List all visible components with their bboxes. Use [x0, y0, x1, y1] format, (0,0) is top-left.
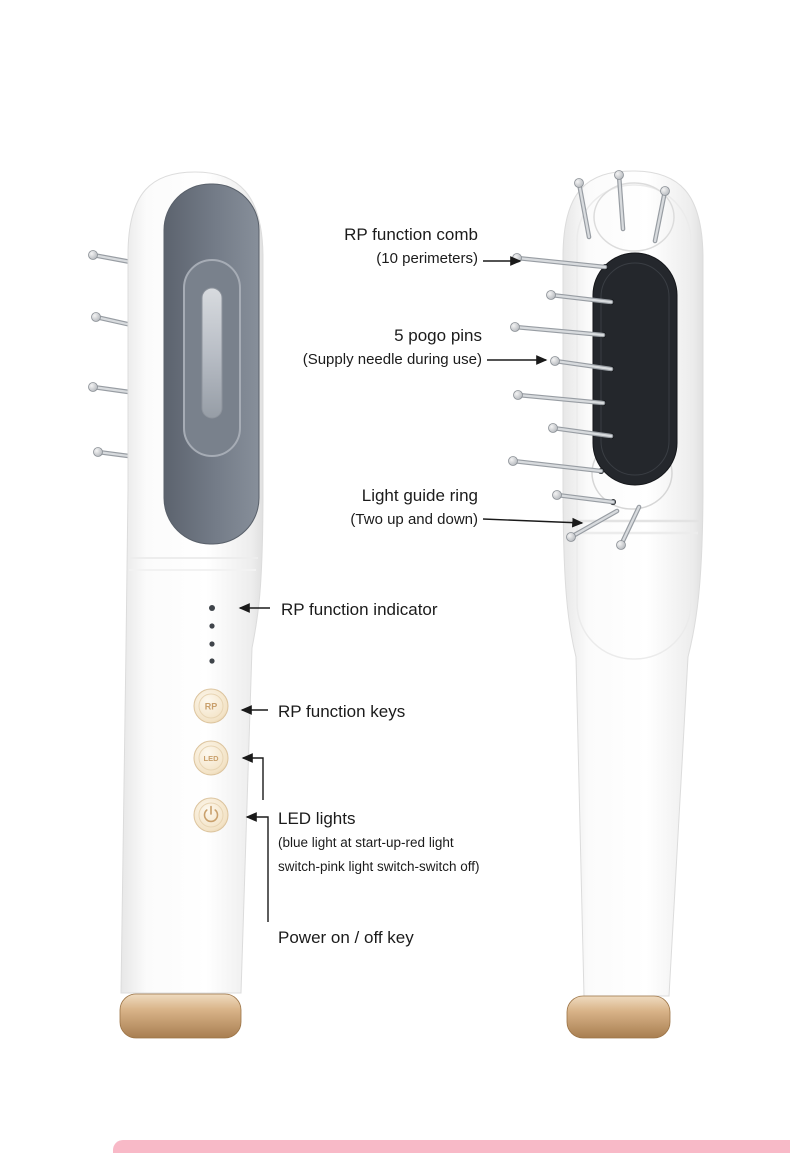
- comb-pin-icon: [616, 504, 642, 550]
- comb-pin-icon: [546, 290, 614, 305]
- comb-pin-icon: [510, 322, 606, 338]
- callout-subtitle: switch-pink light switch-switch off): [278, 859, 480, 874]
- comb-pin-icon: [550, 356, 614, 372]
- comb-pin-icon: [574, 178, 592, 240]
- callout-title: RP function keys: [278, 702, 406, 721]
- top-plate-ring: [593, 182, 675, 252]
- callout-rp-keys: RP function keys: [278, 699, 405, 724]
- comb-pin-icon: [614, 170, 626, 232]
- comb-pin-icon: [508, 456, 604, 474]
- comb-pin-icon: [566, 508, 620, 542]
- callout-subtitle: (Two up and down): [350, 511, 478, 528]
- panel-inner-slot: [201, 287, 223, 419]
- head-face-plate: [576, 184, 692, 660]
- comb-pin-icon: [552, 490, 616, 505]
- callout-subtitle: (blue light at start-up-red light: [278, 835, 454, 850]
- callout-rp-indicator: RP function indicator: [281, 597, 438, 622]
- callout-pogo-pins: 5 pogo pins (Supply needle during use): [303, 323, 482, 371]
- comb-face: [592, 252, 678, 486]
- callout-led-lights: LED lights (blue light at start-up-red l…: [278, 806, 480, 879]
- callout-title: Power on / off key: [278, 928, 414, 947]
- callout-title: 5 pogo pins: [394, 326, 482, 345]
- led-button[interactable]: LED: [193, 740, 229, 776]
- callout-title: Light guide ring: [361, 486, 478, 505]
- callout-subtitle: (10 perimeters): [376, 250, 478, 267]
- device-side-view: RP LED: [88, 171, 264, 1039]
- callout-rp-function-comb: RP function comb (10 perimeters): [344, 222, 478, 270]
- comb-pin-icon: [652, 186, 670, 244]
- footer-pink-bar: [113, 1140, 790, 1153]
- gold-base-cap: [119, 993, 242, 1039]
- led-button-label: LED: [204, 754, 220, 763]
- comb-pin-icon: [513, 390, 606, 406]
- callout-title: LED lights: [278, 809, 356, 828]
- gold-base-cap: [566, 995, 671, 1039]
- power-icon: [203, 805, 219, 823]
- power-button[interactable]: [193, 797, 229, 833]
- callout-subtitle: (Supply needle during use): [302, 351, 482, 368]
- callout-title: RP function indicator: [281, 600, 438, 619]
- callout-light-guide-ring: Light guide ring (Two up and down): [350, 483, 478, 531]
- rp-function-button[interactable]: RP: [193, 688, 229, 724]
- rp-button-label: RP: [205, 702, 218, 712]
- rp-indicator-lights: [209, 605, 215, 664]
- callout-title: RP function comb: [344, 225, 478, 244]
- comb-pin-icon: [548, 423, 614, 439]
- callout-power-key: Power on / off key: [278, 925, 414, 950]
- device-comb-view: [508, 170, 704, 1039]
